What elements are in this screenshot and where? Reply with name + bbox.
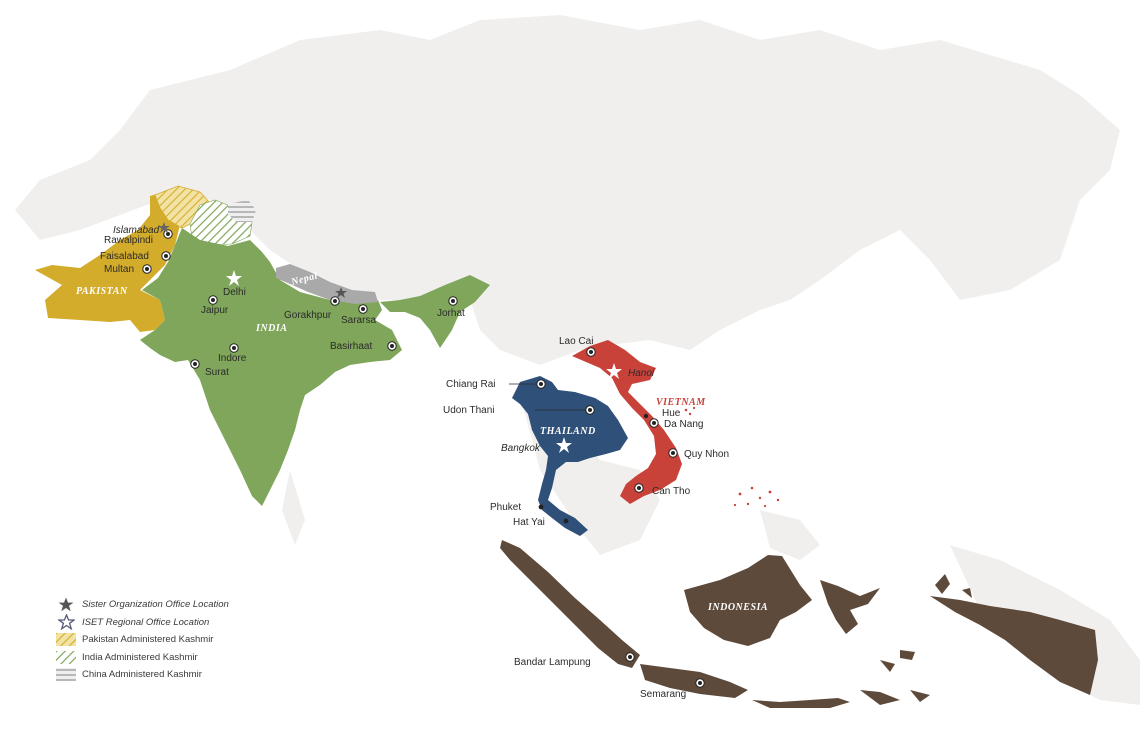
outline-star-icon: [56, 614, 76, 631]
city-markers: [142, 229, 705, 688]
gray-hatch-swatch-icon: [56, 668, 76, 682]
city-marker-da-nang: [649, 418, 659, 428]
city-label-da-nang: Da Nang: [664, 419, 703, 430]
city-label-rawalpindi: Rawalpindi: [104, 235, 153, 246]
iset-office-star-hanoi: [606, 363, 622, 379]
city-marker-hue: [643, 413, 649, 419]
city-label-delhi: Delhi: [223, 287, 246, 298]
city-marker-multan: [142, 264, 152, 274]
legend-row-iset-office: ISET Regional Office Location: [56, 614, 296, 632]
city-marker-faisalabad: [161, 251, 171, 261]
office-stars: [158, 222, 622, 453]
vietnam-region: [572, 340, 682, 504]
city-marker-jorhat: [448, 296, 458, 306]
city-label-bandar-lampung: Bandar Lampung: [514, 657, 591, 668]
city-label-hanoi: Hanoi: [628, 368, 655, 379]
indonesia-region: [500, 540, 1098, 708]
iset-office-star-delhi: [226, 270, 242, 286]
nepal-region: [276, 264, 378, 304]
legend-label-pakistan-kashmir: Pakistan Administered Kashmir: [82, 634, 214, 646]
legend-row-china-kashmir: China Administered Kashmir: [56, 666, 296, 684]
yellow-hatch-swatch-icon: [56, 633, 76, 647]
city-label-indore: Indore: [218, 353, 247, 364]
city-label-quy-nhon: Quy Nhon: [684, 449, 729, 460]
city-marker-jaipur: [208, 295, 218, 305]
city-marker-chiang-rai: [536, 379, 546, 389]
vietnam-islets: [684, 406, 780, 508]
legend-label-india-kashmir: India Administered Kashmir: [82, 651, 198, 663]
city-marker-rawalpindi: [163, 229, 173, 239]
city-label-lao-cai: Lao Cai: [559, 336, 593, 347]
india-northeast-region: [380, 275, 490, 348]
city-label-udon-thani: Udon Thani: [443, 405, 495, 416]
country-label-vietnam: VIETNAM: [656, 397, 706, 408]
city-marker-semarang: [695, 678, 705, 688]
city-label-hat-yai: Hat Yai: [513, 517, 545, 528]
city-label-islamabad: Islamabad: [113, 225, 160, 236]
city-label-chiang-rai: Chiang Rai: [446, 379, 495, 390]
city-label-hue: Hue: [662, 408, 681, 419]
sister-office-star-nepal: [335, 287, 347, 298]
city-label-semarang: Semarang: [640, 689, 686, 700]
city-label-multan: Multan: [104, 264, 134, 275]
city-label-jaipur: Jaipur: [201, 305, 229, 316]
city-marker-udon-thani: [585, 405, 595, 415]
city-marker-indore: [229, 343, 239, 353]
city-label-faisalabad: Faisalabad: [100, 251, 149, 262]
iset-office-star-bangkok: [556, 437, 572, 453]
city-marker-surat: [190, 359, 200, 369]
city-marker-hat-yai: [563, 518, 569, 524]
city-marker-bandar-lampung: [625, 652, 635, 662]
india-region: [140, 228, 402, 506]
china-kashmir-region: [228, 200, 256, 222]
filled-star-icon: [56, 597, 76, 612]
city-label-sararsa: Sararsa: [341, 315, 376, 326]
city-label-can-tho: Can Tho: [652, 486, 691, 497]
legend-label-iset-office: ISET Regional Office Location: [82, 616, 210, 628]
legend-row-india-kashmir: India Administered Kashmir: [56, 649, 296, 667]
country-label-thailand: THAILAND: [540, 426, 596, 437]
thailand-region: [512, 376, 628, 536]
city-marker-phuket: [538, 504, 544, 510]
country-label-pakistan: PAKISTAN: [76, 286, 128, 297]
city-label-surat: Surat: [205, 367, 229, 378]
map-legend: Sister Organization Office Location ISET…: [56, 596, 296, 684]
city-label-bangkok: Bangkok: [501, 443, 541, 454]
city-label-gorakhpur: Gorakhpur: [284, 310, 332, 321]
legend-row-pakistan-kashmir: Pakistan Administered Kashmir: [56, 631, 296, 649]
city-marker-sararsa: [358, 304, 368, 314]
city-marker-gorakhpur: [330, 296, 340, 306]
sister-office-star-islamabad: [158, 222, 170, 233]
legend-label-china-kashmir: China Administered Kashmir: [82, 669, 202, 681]
city-label-phuket: Phuket: [490, 502, 521, 513]
city-marker-can-tho: [634, 483, 644, 493]
country-label-indonesia: INDONESIA: [707, 602, 768, 613]
city-marker-quy-nhon: [668, 448, 678, 458]
country-label-india: INDIA: [255, 323, 287, 334]
green-hatch-swatch-icon: [56, 650, 76, 664]
city-marker-lao-cai: [586, 347, 596, 357]
city-marker-basirhaat: [387, 341, 397, 351]
city-label-jorhat: Jorhat: [437, 308, 465, 319]
legend-label-sister-office: Sister Organization Office Location: [82, 599, 229, 611]
pakistan-region: [35, 190, 185, 332]
legend-row-sister-office: Sister Organization Office Location: [56, 596, 296, 614]
city-label-basirhaat: Basirhaat: [330, 341, 372, 352]
